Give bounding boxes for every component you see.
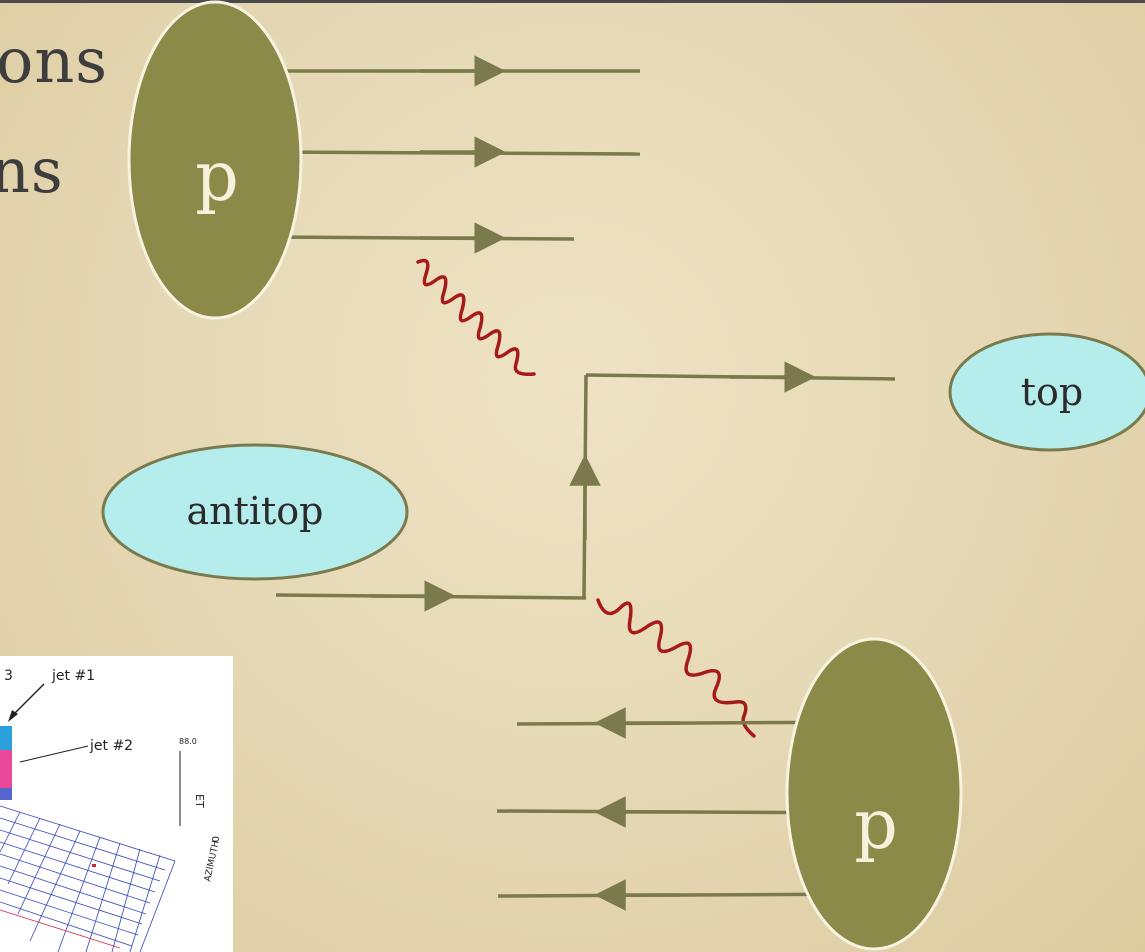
jet2-label: jet #2 [89,738,133,754]
proton-top: p [127,0,303,320]
antitop-quark-bubble: antitop [101,443,409,581]
heading-line-1: ons [0,24,109,97]
jet-lego-plot-image: 3 jet #1 jet #2 88.0 ET 0 AZIMUTH [0,656,233,952]
inset-scale-label: 88.0 [179,737,197,746]
jet1-pointer [9,683,45,719]
proton-bottom-label: p [854,786,898,865]
proton-top-label: p [195,138,239,217]
slide-top-border [0,0,1145,3]
antitop-quark-label: antitop [186,489,323,533]
jet2-tower [0,750,12,788]
lego-grid [0,805,176,952]
jet2-pointer [19,745,89,763]
jet1-tower [0,726,12,750]
heading-line-2: ns [0,134,64,207]
gluon-top [416,258,536,377]
inset-azimuth-label: AZIMUTH [203,840,221,883]
top-quark-label: top [1021,370,1083,414]
upper-proton-quark-lines [271,55,641,254]
inset-zero-label: 0 [209,836,220,842]
jet1-label: jet #1 [51,668,95,684]
top-quark-bubble: top [948,332,1145,452]
inset-axis-label: ET [193,794,206,808]
proton-bottom: p [785,637,963,951]
inset-number-label: 3 [4,668,13,684]
gluon-bottom [596,598,756,738]
top-quark-propagator [275,361,896,612]
